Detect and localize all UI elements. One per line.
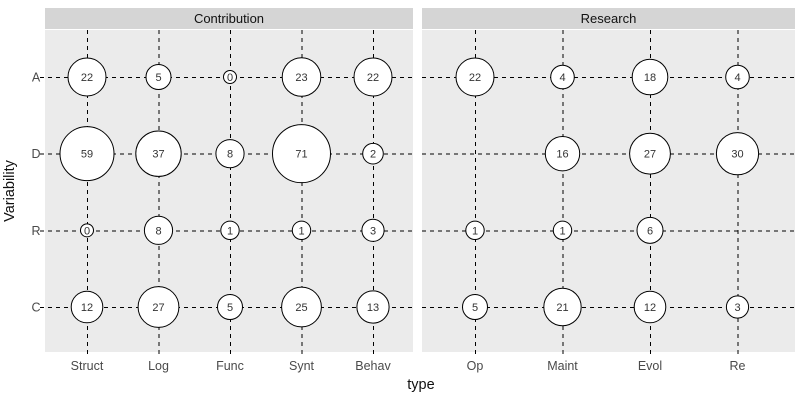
bubble-value: 21 [556,302,568,314]
x-tick-label: Evol [638,359,662,373]
bubble-value: 4 [734,72,740,84]
bubble-value: 18 [644,72,656,84]
x-tick-label: Re [730,359,746,373]
bubble [629,132,671,175]
bubble [281,286,322,328]
bubble [281,57,322,97]
bubble-value: 0 [227,72,233,84]
bubble-value: 22 [469,72,481,84]
x-tick-label: Struct [71,359,104,373]
x-tick-label: Log [148,359,169,373]
bubble-value: 1 [227,225,233,237]
x-axis-title: type [407,377,434,393]
bubble-value: 12 [644,302,656,314]
bubble [631,58,669,96]
x-tick-label: Maint [547,359,578,373]
strip-label: Contribution [194,11,264,26]
bubble [80,223,94,238]
bubble-value: 12 [81,302,93,314]
bubble [59,126,115,182]
bubble [455,57,495,97]
bubble-value: 3 [734,302,740,314]
bubble [137,286,180,328]
x-tick-label: Synt [289,359,315,373]
y-tick-label: R [31,224,40,238]
y-tick-label: D [31,147,40,161]
bubble-value: 5 [227,302,233,314]
bubble-value: 8 [155,225,161,237]
bubble-value: 1 [559,225,565,237]
strip-label: Research [581,11,637,26]
bubble [223,70,237,84]
bubble-value: 4 [559,72,565,84]
bubble-value: 25 [295,302,307,314]
bubble-value: 5 [472,302,478,314]
x-tick-label: Behav [355,359,391,373]
bubble-value: 37 [152,149,164,161]
panel-strip [422,8,795,29]
bubble [353,57,393,97]
bubble [715,132,760,176]
bubble [272,124,331,184]
bubble-value: 1 [472,225,478,237]
bubble-value: 22 [81,72,93,84]
bubble-value: 0 [84,225,90,237]
bubble [544,135,581,172]
bubble-value: 5 [155,72,161,84]
bubble-value: 16 [556,149,568,161]
panel-strip [45,8,413,29]
y-tick-label: A [32,71,41,85]
bubble-value: 27 [152,302,164,314]
bubble-value: 6 [647,225,653,237]
bubble [543,287,582,327]
x-tick-label: Op [467,359,484,373]
bubble-value: 1 [298,225,304,237]
bubble-value: 3 [370,225,376,237]
bubble [725,64,750,90]
bubble-value: 59 [81,149,93,161]
bubble-value: 13 [367,302,379,314]
bubble [291,220,312,241]
bubble [362,142,384,165]
bubble-value: 23 [295,72,307,84]
bubble [465,220,485,241]
bubble [462,294,488,320]
bubble-value: 30 [731,149,743,161]
bubble [143,215,174,245]
bubble [67,57,107,97]
y-axis-title: Variability [2,159,18,222]
bubble [145,64,172,90]
bubble [633,290,667,324]
bubble [356,290,390,324]
bubble [550,64,575,90]
bubble [217,294,243,320]
bubble [725,295,750,319]
bubble [361,218,385,242]
bubble-value: 22 [367,72,379,84]
bubble [552,220,573,241]
bubble [70,290,104,324]
y-tick-label: C [31,301,40,315]
bubble [636,216,664,244]
bubble [215,139,245,169]
bubble-value: 8 [227,149,233,161]
bubble-value: 27 [644,149,656,161]
x-tick-label: Func [216,359,244,373]
bubble [135,130,182,177]
bubble-value: 2 [370,149,376,161]
bubble-value: 71 [295,149,307,161]
bubble [220,220,240,241]
